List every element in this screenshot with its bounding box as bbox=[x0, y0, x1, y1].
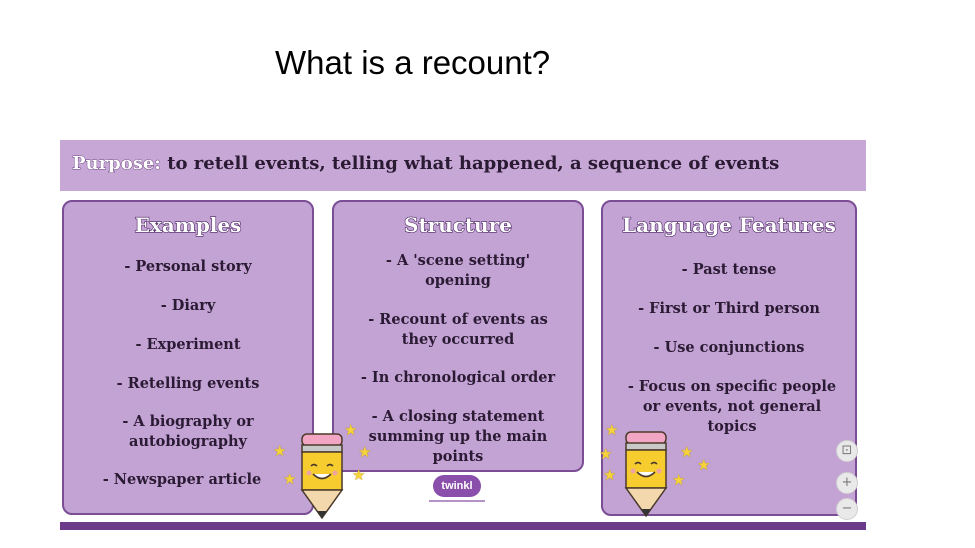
fit-to-screen-icon[interactable]: ⊡ bbox=[836, 440, 858, 462]
purpose-label: Purpose: bbox=[72, 153, 162, 175]
slide-title: What is a recount? bbox=[275, 44, 551, 81]
logo-url-line bbox=[429, 500, 485, 502]
star-icon: ★ bbox=[697, 456, 711, 474]
purpose-statement: Purpose: to retell events, telling what … bbox=[72, 153, 780, 175]
star-icon: ★ bbox=[603, 466, 617, 484]
examples-item: - Diary bbox=[160, 297, 216, 314]
examples-title: Examples bbox=[134, 212, 242, 237]
star-icon: ★ bbox=[352, 466, 366, 484]
pencil-mascot-icon bbox=[300, 433, 344, 520]
examples-item: - Experiment bbox=[135, 336, 241, 353]
structure-item: - A 'scene setting' opening bbox=[385, 252, 531, 289]
star-icon: ★ bbox=[605, 421, 619, 439]
bottom-band bbox=[60, 522, 866, 530]
structure-panel: Structure - A 'scene setting' opening - … bbox=[332, 200, 584, 472]
purpose-description: to retell events, telling what happened,… bbox=[160, 153, 780, 174]
star-icon: ★ bbox=[273, 442, 287, 460]
star-icon: ★ bbox=[344, 421, 358, 439]
language-features-title: Language Features bbox=[621, 212, 836, 237]
examples-item: - Retelling events bbox=[116, 375, 260, 392]
star-icon: ★ bbox=[358, 443, 372, 461]
star-icon: ★ bbox=[599, 445, 613, 463]
language-features-item: - Use conjunctions bbox=[653, 339, 805, 356]
zoom-in-icon[interactable]: + bbox=[836, 472, 858, 494]
star-icon: ★ bbox=[283, 470, 297, 488]
structure-item: - In chronological order bbox=[360, 369, 556, 386]
purpose-banner: Purpose: to retell events, telling what … bbox=[60, 140, 866, 191]
structure-item: - A closing statement summing up the mai… bbox=[368, 408, 548, 465]
star-icon: ★ bbox=[680, 443, 694, 461]
recount-poster: Purpose: to retell events, telling what … bbox=[60, 140, 866, 530]
language-features-item: - First or Third person bbox=[638, 300, 820, 317]
examples-item: - A biography or autobiography bbox=[122, 413, 254, 450]
star-icon: ★ bbox=[672, 471, 686, 489]
language-features-item: - Past tense bbox=[681, 261, 777, 278]
examples-item: - Personal story bbox=[124, 258, 252, 275]
structure-title: Structure bbox=[403, 212, 512, 237]
examples-panel: Examples - Personal story - Diary - Expe… bbox=[62, 200, 314, 515]
language-features-item: - Focus on specific people or events, no… bbox=[627, 378, 837, 435]
structure-item: - Recount of events as they occurred bbox=[368, 311, 548, 348]
examples-item: - Newspaper article bbox=[102, 471, 262, 488]
twinkl-logo: twinkl bbox=[433, 475, 481, 497]
zoom-out-icon[interactable]: − bbox=[836, 498, 858, 520]
pencil-mascot-icon bbox=[624, 431, 668, 518]
